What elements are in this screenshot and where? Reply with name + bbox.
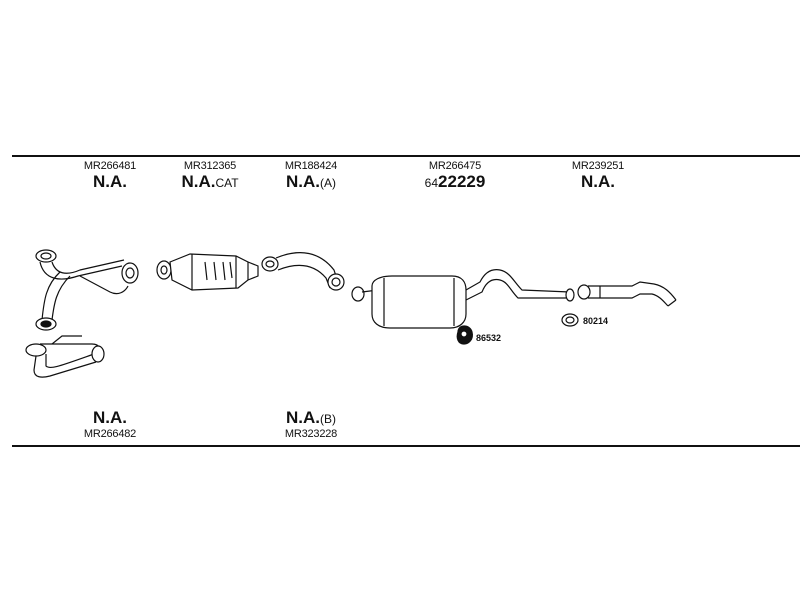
status: N.A. xyxy=(581,172,615,191)
label-lower-pipe: N.A. MR266482 xyxy=(70,408,150,440)
label-tail-pipe: MR239251 N.A. xyxy=(558,160,638,192)
label-gasket-b: N.A.(B) MR323228 xyxy=(266,408,356,440)
intermediate-pipe-icon xyxy=(261,252,345,291)
silencer-icon xyxy=(351,269,575,329)
prefix: 64 xyxy=(424,176,439,190)
part-number: MR239251 xyxy=(571,160,625,172)
status: N.A. xyxy=(181,172,216,191)
label-catalytic-converter: MR312365 N.A.CAT xyxy=(165,160,255,192)
bottom-divider xyxy=(12,445,800,447)
status: N.A. xyxy=(93,172,127,191)
status: N.A. xyxy=(286,172,320,191)
code-rubber-mount: 86532 xyxy=(476,333,502,343)
status: N.A. xyxy=(286,408,320,427)
top-divider xyxy=(12,155,800,157)
part-number: MR312365 xyxy=(183,160,237,172)
part-number: MR266481 xyxy=(83,160,137,172)
label-silencer: MR266475 6422229 xyxy=(405,160,505,192)
code: 22229 xyxy=(438,172,486,191)
front-y-pipe-icon xyxy=(35,249,139,331)
label-front-pipe: MR266481 N.A. xyxy=(70,160,150,192)
part-number: MR266482 xyxy=(83,428,137,440)
label-intermediate-pipe: MR188424 N.A.(A) xyxy=(266,160,356,192)
part-number: MR323228 xyxy=(284,428,338,440)
status: N.A. xyxy=(93,408,127,427)
suffix: (A) xyxy=(320,176,336,190)
suffix: (B) xyxy=(320,412,336,426)
gasket-ring-icon xyxy=(561,313,579,327)
part-number: MR266475 xyxy=(428,160,482,172)
rubber-mount-icon xyxy=(456,325,473,345)
catalytic-converter-icon xyxy=(156,253,259,291)
tail-pipe-icon xyxy=(577,281,677,307)
code-gasket-ring: 80214 xyxy=(583,316,609,326)
part-number: MR188424 xyxy=(284,160,338,172)
lower-pipe-icon xyxy=(25,335,105,378)
suffix: CAT xyxy=(215,176,239,190)
